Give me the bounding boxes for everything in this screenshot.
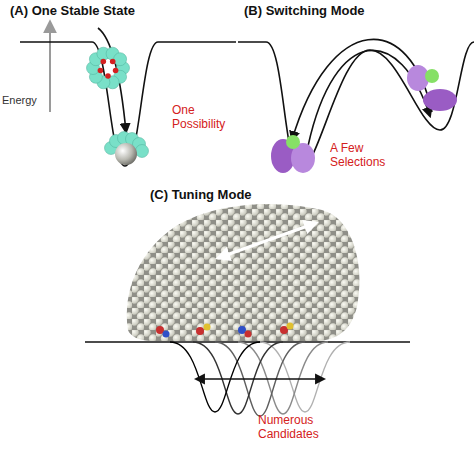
atom — [287, 323, 294, 330]
atom — [110, 59, 116, 65]
energy-well — [20, 42, 236, 166]
domain — [423, 89, 457, 111]
molecular-surface — [127, 204, 360, 341]
atom — [136, 145, 149, 158]
ligand — [286, 135, 300, 149]
atom — [245, 331, 252, 338]
bound-complex — [105, 132, 149, 166]
ligand — [425, 69, 439, 83]
tuning-well — [170, 342, 260, 412]
atom — [101, 59, 107, 65]
tuning-well — [260, 342, 350, 412]
atom — [204, 324, 211, 331]
annotation-label: One Possibility — [172, 104, 244, 132]
atom — [98, 68, 104, 74]
guest-ball — [115, 143, 137, 165]
ring-molecule — [87, 47, 130, 89]
protein-right — [407, 65, 457, 111]
surface-residues — [156, 323, 294, 338]
panel-title: (C) Tuning Mode — [150, 188, 252, 203]
atom — [113, 68, 119, 74]
atom — [163, 331, 170, 338]
annotation-label: Numerous Candidates — [258, 414, 342, 442]
atom — [196, 327, 204, 335]
atom — [105, 73, 111, 79]
switch-arrow — [308, 50, 430, 146]
protein-left — [271, 135, 315, 173]
axis-label: Energy — [2, 94, 37, 107]
tuning-arrow — [196, 378, 324, 380]
panel-title: (B) Switching Mode — [244, 4, 365, 19]
panel-title: (A) One Stable State — [10, 4, 135, 19]
energy-axis — [49, 22, 51, 112]
shift-arrow — [218, 223, 316, 258]
baseline — [85, 341, 410, 342]
tuning-well — [193, 342, 283, 414]
annotation-label: A Few Selections — [330, 142, 400, 170]
atom — [114, 53, 127, 66]
